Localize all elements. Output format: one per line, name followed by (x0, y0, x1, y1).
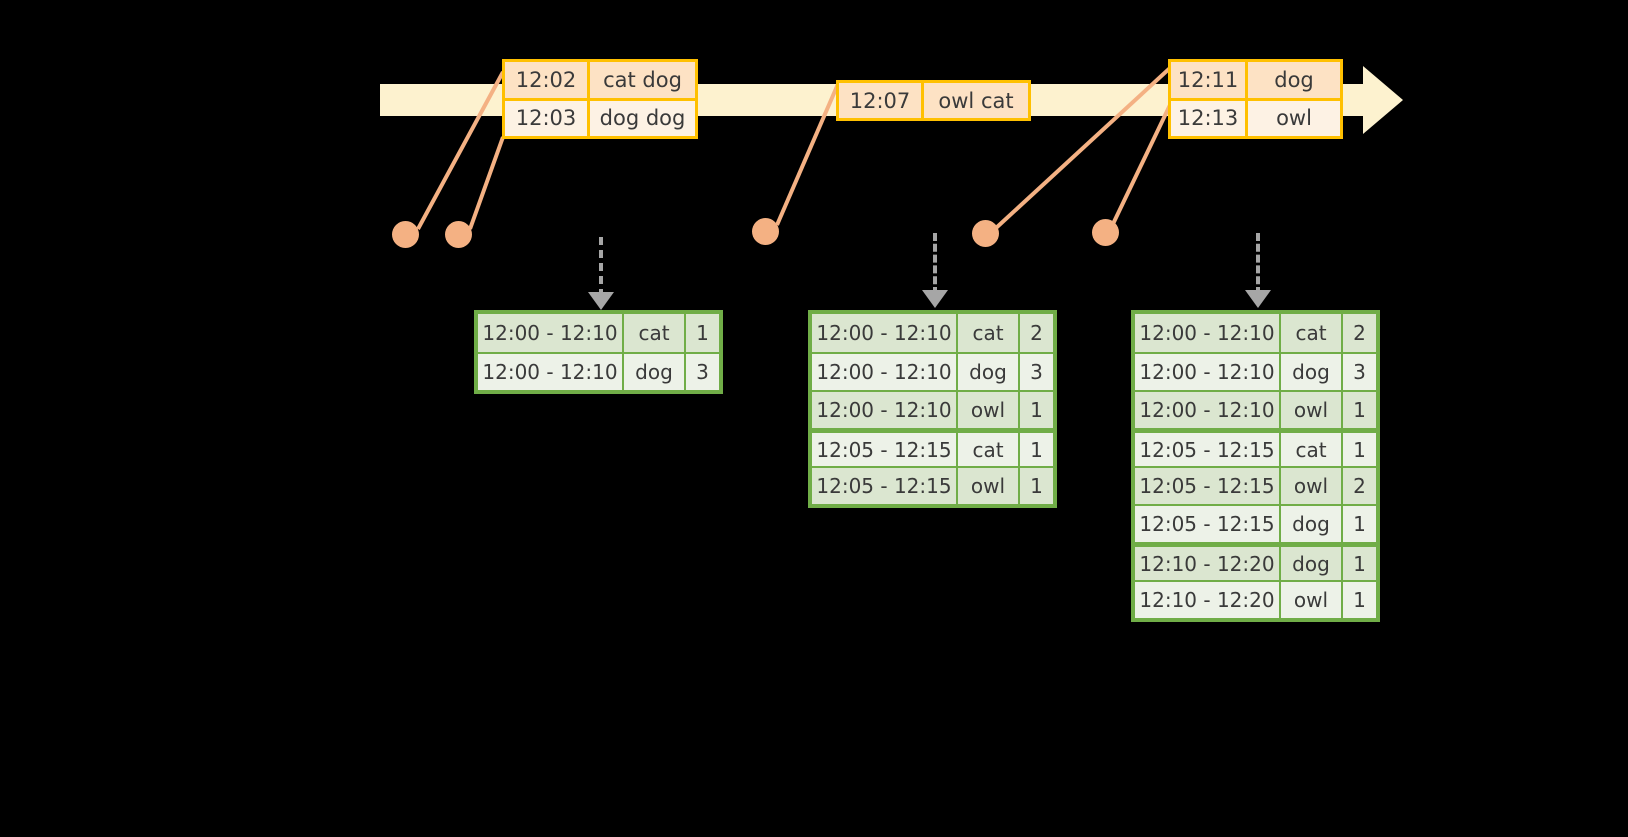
event-row: 12:11 dog (1171, 62, 1340, 98)
event-row: 12:03 dog dog (505, 97, 695, 136)
event-dot-2[interactable] (445, 221, 472, 248)
key-cell: dog (1279, 354, 1341, 390)
count-cell: 1 (1341, 582, 1376, 618)
flow-arrow-2-line (933, 233, 937, 295)
event-row: 12:13 owl (1171, 97, 1340, 136)
event-time: 12:02 (505, 62, 587, 98)
window-cell: 12:00 - 12:10 (812, 392, 956, 428)
count-cell: 1 (1341, 433, 1376, 466)
window-cell: 12:00 - 12:10 (812, 354, 956, 390)
key-cell: cat (1279, 314, 1341, 352)
event-dot-1[interactable] (392, 221, 419, 248)
window-cell: 12:00 - 12:10 (812, 314, 956, 352)
window-cell: 12:05 - 12:15 (1135, 468, 1279, 504)
count-cell: 1 (1018, 433, 1053, 466)
window-cell: 12:05 - 12:15 (812, 433, 956, 466)
event-words: owl cat (921, 83, 1028, 118)
event-dot-5[interactable] (1092, 219, 1119, 246)
timeline-arrowhead (1363, 66, 1403, 134)
window-cell: 12:05 - 12:15 (1135, 506, 1279, 542)
count-cell: 3 (1018, 354, 1053, 390)
key-cell: cat (1279, 433, 1341, 466)
key-cell: dog (622, 354, 684, 390)
count-cell: 1 (1341, 547, 1376, 580)
count-cell: 2 (1341, 314, 1376, 352)
window-cell: 12:10 - 12:20 (1135, 547, 1279, 580)
key-cell: owl (1279, 468, 1341, 504)
key-cell: owl (956, 468, 1018, 504)
key-cell: dog (1279, 506, 1341, 542)
count-cell: 1 (684, 314, 719, 352)
event-time: 12:03 (505, 100, 587, 136)
key-cell: dog (1279, 547, 1341, 580)
count-cell: 1 (1018, 468, 1053, 504)
key-cell: owl (1279, 582, 1341, 618)
key-cell: cat (956, 314, 1018, 352)
window-cell: 12:00 - 12:10 (478, 354, 622, 390)
count-cell: 1 (1341, 506, 1376, 542)
window-cell: 12:00 - 12:10 (1135, 314, 1279, 352)
event-time: 12:11 (1171, 62, 1245, 98)
window-cell: 12:05 - 12:15 (812, 468, 956, 504)
event-time: 12:07 (839, 83, 921, 118)
flow-arrow-3-head (1245, 290, 1271, 308)
event-words: dog dog (587, 100, 695, 136)
key-cell: owl (956, 392, 1018, 428)
event-dot-4[interactable] (972, 220, 999, 247)
flow-arrow-1-head (588, 292, 614, 310)
count-cell: 1 (1341, 392, 1376, 428)
flow-arrow-2-head (922, 290, 948, 308)
count-cell: 2 (1018, 314, 1053, 352)
count-cell: 3 (684, 354, 719, 390)
key-cell: cat (956, 433, 1018, 466)
count-cell: 2 (1341, 468, 1376, 504)
window-cell: 12:00 - 12:10 (1135, 392, 1279, 428)
event-words: cat dog (587, 62, 695, 98)
event-box-3[interactable]: 12:11 dog 12:13 owl (1168, 59, 1343, 139)
event-row: 12:02 cat dog (505, 62, 695, 98)
flow-arrow-1-line (599, 237, 603, 297)
event-dot-3[interactable] (752, 218, 779, 245)
event-words: owl (1245, 100, 1340, 136)
window-cell: 12:00 - 12:10 (478, 314, 622, 352)
count-cell: 1 (1018, 392, 1053, 428)
count-cell: 3 (1341, 354, 1376, 390)
event-time: 12:13 (1171, 100, 1245, 136)
window-cell: 12:10 - 12:20 (1135, 582, 1279, 618)
window-cell: 12:00 - 12:10 (1135, 354, 1279, 390)
key-cell: dog (956, 354, 1018, 390)
window-cell: 12:05 - 12:15 (1135, 433, 1279, 466)
key-cell: owl (1279, 392, 1341, 428)
flow-arrow-3-line (1256, 233, 1260, 295)
event-row: 12:07 owl cat (839, 83, 1028, 118)
event-words: dog (1245, 62, 1340, 98)
key-cell: cat (622, 314, 684, 352)
event-box-2[interactable]: 12:07 owl cat (836, 80, 1031, 121)
event-box-1[interactable]: 12:02 cat dog 12:03 dog dog (502, 59, 698, 139)
